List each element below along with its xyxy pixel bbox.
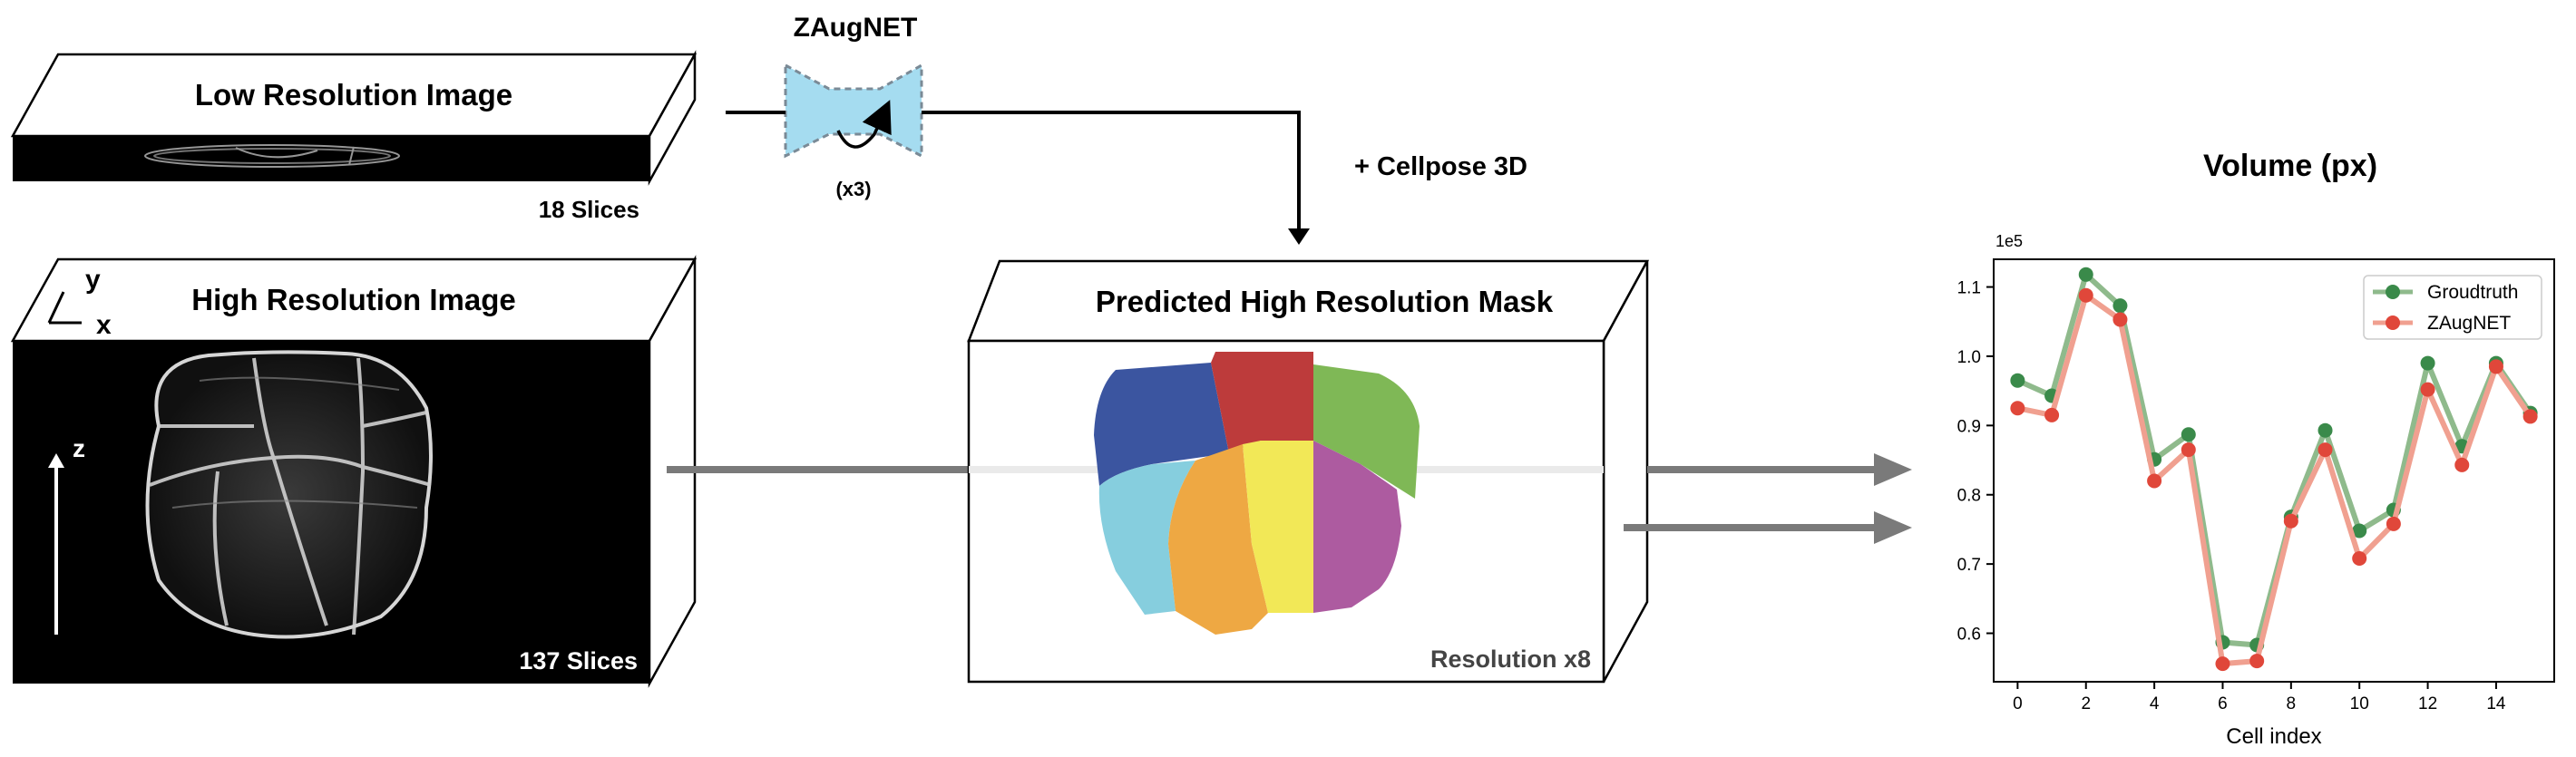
y-tick-label: 1.0 xyxy=(1957,348,1981,367)
data-point-1-10 xyxy=(2352,551,2367,567)
y-tick-label: 0.6 xyxy=(1957,626,1981,645)
cell-red xyxy=(1211,352,1313,453)
data-point-1-5 xyxy=(2181,442,2196,458)
x-axis-label: Cell index xyxy=(2226,724,2321,749)
x-axis: 0 2 4 6 8 10 12 14 xyxy=(2013,682,2506,713)
data-point-1-15 xyxy=(2522,409,2538,424)
chart-legend: Groudtruth ZAugNET xyxy=(2363,275,2542,340)
y-axis: 0.6 0.7 0.8 0.9 1.0 1.1 xyxy=(1957,279,1994,645)
cellpose-label: + Cellpose 3D xyxy=(1354,152,1527,181)
mask-title: Predicted High Resolution Mask xyxy=(1096,285,1554,318)
data-point-1-1 xyxy=(2044,407,2060,422)
axis-label-y: y xyxy=(85,265,101,295)
cell-purple xyxy=(1313,441,1401,613)
cell-blue xyxy=(1094,363,1229,486)
data-point-0-5 xyxy=(2181,427,2196,442)
x-tick-label: 10 xyxy=(2350,694,2369,713)
x-tick-label: 4 xyxy=(2150,694,2160,713)
legend-marker-groundtruth xyxy=(2386,285,2400,299)
cell-orange xyxy=(1168,444,1268,635)
zaugnet-network-icon xyxy=(784,63,923,159)
data-point-0-9 xyxy=(2317,422,2333,438)
legend-label-zaugnet: ZAugNET xyxy=(2427,313,2511,334)
connector-arrowhead xyxy=(1288,228,1310,245)
axis-label-z: z xyxy=(73,434,85,462)
axis-label-x: x xyxy=(96,310,112,340)
data-point-0-10 xyxy=(2352,523,2367,539)
data-point-0-2 xyxy=(2078,267,2093,282)
x-tick-label: 8 xyxy=(2287,694,2297,713)
low-res-title: Low Resolution Image xyxy=(195,78,512,112)
low-res-block: Low Resolution Image 18 Slices xyxy=(10,50,698,223)
data-point-0-0 xyxy=(2010,373,2025,388)
cell-cyan xyxy=(1098,461,1195,615)
data-point-0-3 xyxy=(2113,298,2128,314)
high-res-block: High Resolution Image y x z 137 Slices xyxy=(10,255,698,688)
y-tick-label: 0.8 xyxy=(1957,487,1981,506)
y-tick-label: 1.1 xyxy=(1957,279,1981,298)
volume-chart: Volume (px) 1e5 0 2 4 6 8 10 12 14 0.6 0.7 0.8 0.9… xyxy=(1957,149,2555,749)
data-point-1-6 xyxy=(2215,656,2230,672)
zaugnet-title: ZAugNET xyxy=(794,13,918,43)
low-res-image xyxy=(13,136,649,181)
pipeline-connector xyxy=(726,111,1301,232)
x-tick-label: 0 xyxy=(2013,694,2023,713)
data-point-1-13 xyxy=(2454,457,2470,472)
xyz-axes-icon xyxy=(47,291,82,325)
data-point-1-4 xyxy=(2147,473,2162,489)
x-tick-label: 2 xyxy=(2081,694,2091,713)
zaugnet-block: ZAugNET (x3) xyxy=(784,13,923,200)
series-line-1 xyxy=(2016,292,2533,667)
data-point-1-8 xyxy=(2283,513,2298,529)
cell-green xyxy=(1313,364,1420,499)
series-layer xyxy=(2010,267,2538,672)
low-res-slices: 18 Slices xyxy=(539,196,639,223)
legend-marker-zaugnet xyxy=(2386,315,2400,330)
data-point-1-3 xyxy=(2113,312,2128,327)
legend-label-groundtruth: Groudtruth xyxy=(2427,282,2518,303)
high-res-embryo xyxy=(145,350,433,639)
mask-block: Predicted High Resolution Mask Resolutio… xyxy=(967,259,1650,684)
y-tick-label: 0.7 xyxy=(1957,556,1981,575)
cell-yellow xyxy=(1243,441,1313,613)
x-tick-label: 6 xyxy=(2218,694,2228,713)
segmented-cells xyxy=(1094,352,1420,635)
low-res-embryo xyxy=(144,144,400,168)
chart-title: Volume (px) xyxy=(2203,149,2377,183)
data-point-0-12 xyxy=(2420,355,2435,371)
data-point-1-2 xyxy=(2078,287,2093,303)
data-point-1-7 xyxy=(2249,654,2265,669)
data-point-1-11 xyxy=(2386,516,2401,531)
flow-arrows-to-chart xyxy=(1624,453,1912,544)
data-point-1-0 xyxy=(2010,401,2025,416)
x-tick-label: 14 xyxy=(2486,694,2506,713)
high-res-title: High Resolution Image xyxy=(191,283,516,316)
y-tick-label: 0.9 xyxy=(1957,417,1981,436)
data-point-1-9 xyxy=(2317,442,2333,458)
mask-resolution: Resolution x8 xyxy=(1430,645,1591,673)
data-point-1-12 xyxy=(2420,382,2435,397)
chart-offset-label: 1e5 xyxy=(1995,232,2023,250)
plot-area xyxy=(1993,258,2555,683)
zaugnet-repeat: (x3) xyxy=(835,178,871,200)
data-point-1-14 xyxy=(2488,359,2503,374)
x-tick-label: 12 xyxy=(2418,694,2437,713)
zaugnet-loop-icon xyxy=(836,100,892,149)
high-res-slices: 137 Slices xyxy=(519,647,638,675)
